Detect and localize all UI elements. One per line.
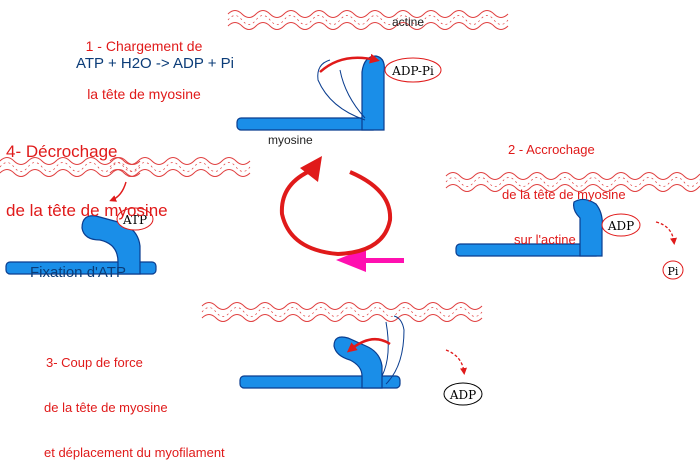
adp-pi-molecule: ADP-Pi: [384, 57, 442, 83]
adp-pi-text: ADP-Pi: [391, 64, 434, 78]
step-4-title: 4- Décrochage de la tête de myosine: [6, 103, 168, 240]
diagram-canvas: ADP-Pi ATP ADP Pi ADP 1 - Chargement de …: [0, 6, 700, 459]
step-3-line-3: et déplacement du myofilament: [44, 444, 225, 460]
pi-text: Pi: [668, 265, 679, 278]
actin-filament-1: [227, 10, 509, 30]
diagram-graphics: ADP-Pi ATP ADP Pi ADP: [0, 10, 700, 406]
step-3-line-1: 3- Coup de force: [46, 354, 143, 370]
step-2-line-2: de la tête de myosine: [502, 186, 626, 202]
pi-molecule: Pi: [662, 260, 684, 280]
adp-molecule-2: ADP: [601, 213, 641, 237]
step-4-line-1: 4- Décrochage: [6, 142, 118, 162]
step-4-line-2: de la tête de myosine: [6, 200, 168, 220]
adp-molecule-3: ADP: [443, 382, 483, 406]
myosin-step-3: [239, 315, 467, 389]
adp-text-2: ADP: [607, 219, 634, 233]
step-1-line-1: 1 - Chargement de: [85, 38, 203, 55]
filament-motion-arrow: [336, 248, 404, 272]
step-1-title: 1 - Chargement de la tête de myosine: [60, 6, 228, 119]
myosin-step-2: [455, 198, 677, 257]
step-2-title: 2 - Accrochage de la tête de myosine sur…: [502, 113, 626, 262]
myosin-step-1: [236, 53, 385, 131]
actine-label: actine: [392, 15, 425, 29]
myosin-step-4: [5, 181, 157, 275]
fixation-atp-label: Fixation d'ATP: [30, 264, 126, 281]
step-1-line-2: la tête de myosine: [87, 86, 201, 103]
reaction-equation: ATP + H2O -> ADP + Pi: [76, 55, 234, 72]
atp-molecule-4: ATP: [116, 207, 154, 231]
step-2-line-1: 2 - Accrochage: [508, 141, 595, 157]
step-3-line-2: de la tête de myosine: [44, 399, 168, 415]
adp-text-3: ADP: [449, 388, 476, 402]
step-3-title: 3- Coup de force de la tête de myosine e…: [44, 326, 225, 475]
myosine-label: myosine: [268, 133, 313, 147]
atp-text: ATP: [122, 213, 147, 227]
step-2-line-3: sur l'actine: [514, 231, 576, 247]
actin-filament-3: [201, 302, 483, 322]
cycle-arrow: [279, 156, 393, 257]
